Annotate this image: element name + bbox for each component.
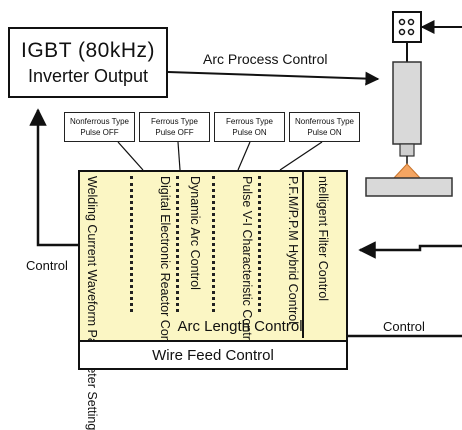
control-block-hybrid: P.F.M/P.P.M Hybrid Control bbox=[286, 176, 300, 324]
welding-torch bbox=[392, 61, 422, 145]
control-label-left: Control bbox=[26, 258, 68, 273]
control-block-dynamic-arc: Dynamic Arc Control bbox=[188, 176, 202, 290]
control-block-waveform: Welding Current Waveform Parameter Setti… bbox=[85, 176, 99, 430]
control-block-pulse-vi: Pulse V-I Characteristic Control bbox=[240, 176, 254, 350]
inverter-subtitle: Inverter Output bbox=[27, 65, 149, 86]
wire-feed-roller-box bbox=[392, 11, 422, 43]
workpiece bbox=[365, 177, 453, 197]
pulse-mode-state: Pulse OFF bbox=[155, 128, 194, 137]
control-label-right: Control bbox=[383, 319, 425, 334]
pulse-mode-box: Ferrous Type Pulse OFF bbox=[139, 112, 210, 142]
igbt-inverter-box: IGBT (80kHz) Inverter Output bbox=[8, 27, 168, 98]
arc-process-arrow bbox=[167, 71, 380, 86]
pulse-mode-box: Nonferrous Type Pulse ON bbox=[289, 112, 360, 142]
connector-wires bbox=[29, 11, 462, 338]
divider bbox=[130, 176, 133, 312]
pulse-mode-type: Ferrous Type bbox=[226, 117, 273, 126]
divider bbox=[258, 176, 261, 312]
pulse-mode-type: Nonferrous Type bbox=[70, 117, 129, 126]
feedback-arrow bbox=[358, 241, 462, 259]
left-control-loop bbox=[29, 108, 78, 247]
pulse-mode-box: Ferrous Type Pulse ON bbox=[214, 112, 285, 142]
divider bbox=[176, 176, 179, 312]
wire-feed-box: Wire Feed Control bbox=[78, 340, 348, 370]
pulse-mode-type: Ferrous Type bbox=[151, 117, 198, 126]
control-block-reactor: Digital Electronic Reactor Control bbox=[158, 176, 172, 361]
arc-length-label: Arc Length Control bbox=[177, 318, 303, 335]
pulse-mode-box: Nonferrous Type Pulse OFF bbox=[64, 112, 135, 142]
control-block-filter: ntelligent Filter Control bbox=[316, 176, 330, 302]
divider bbox=[212, 176, 215, 312]
arc-process-label: Arc Process Control bbox=[203, 51, 328, 67]
inverter-title: IGBT (80kHz) bbox=[21, 38, 155, 62]
pulse-mode-state: Pulse OFF bbox=[80, 128, 119, 137]
wire-feed-label: Wire Feed Control bbox=[152, 346, 274, 364]
intelligent-filter-box bbox=[302, 172, 346, 338]
pulse-mode-state: Pulse ON bbox=[307, 128, 342, 137]
pulse-mode-state: Pulse ON bbox=[232, 128, 267, 137]
pulse-mode-type: Nonferrous Type bbox=[295, 117, 354, 126]
